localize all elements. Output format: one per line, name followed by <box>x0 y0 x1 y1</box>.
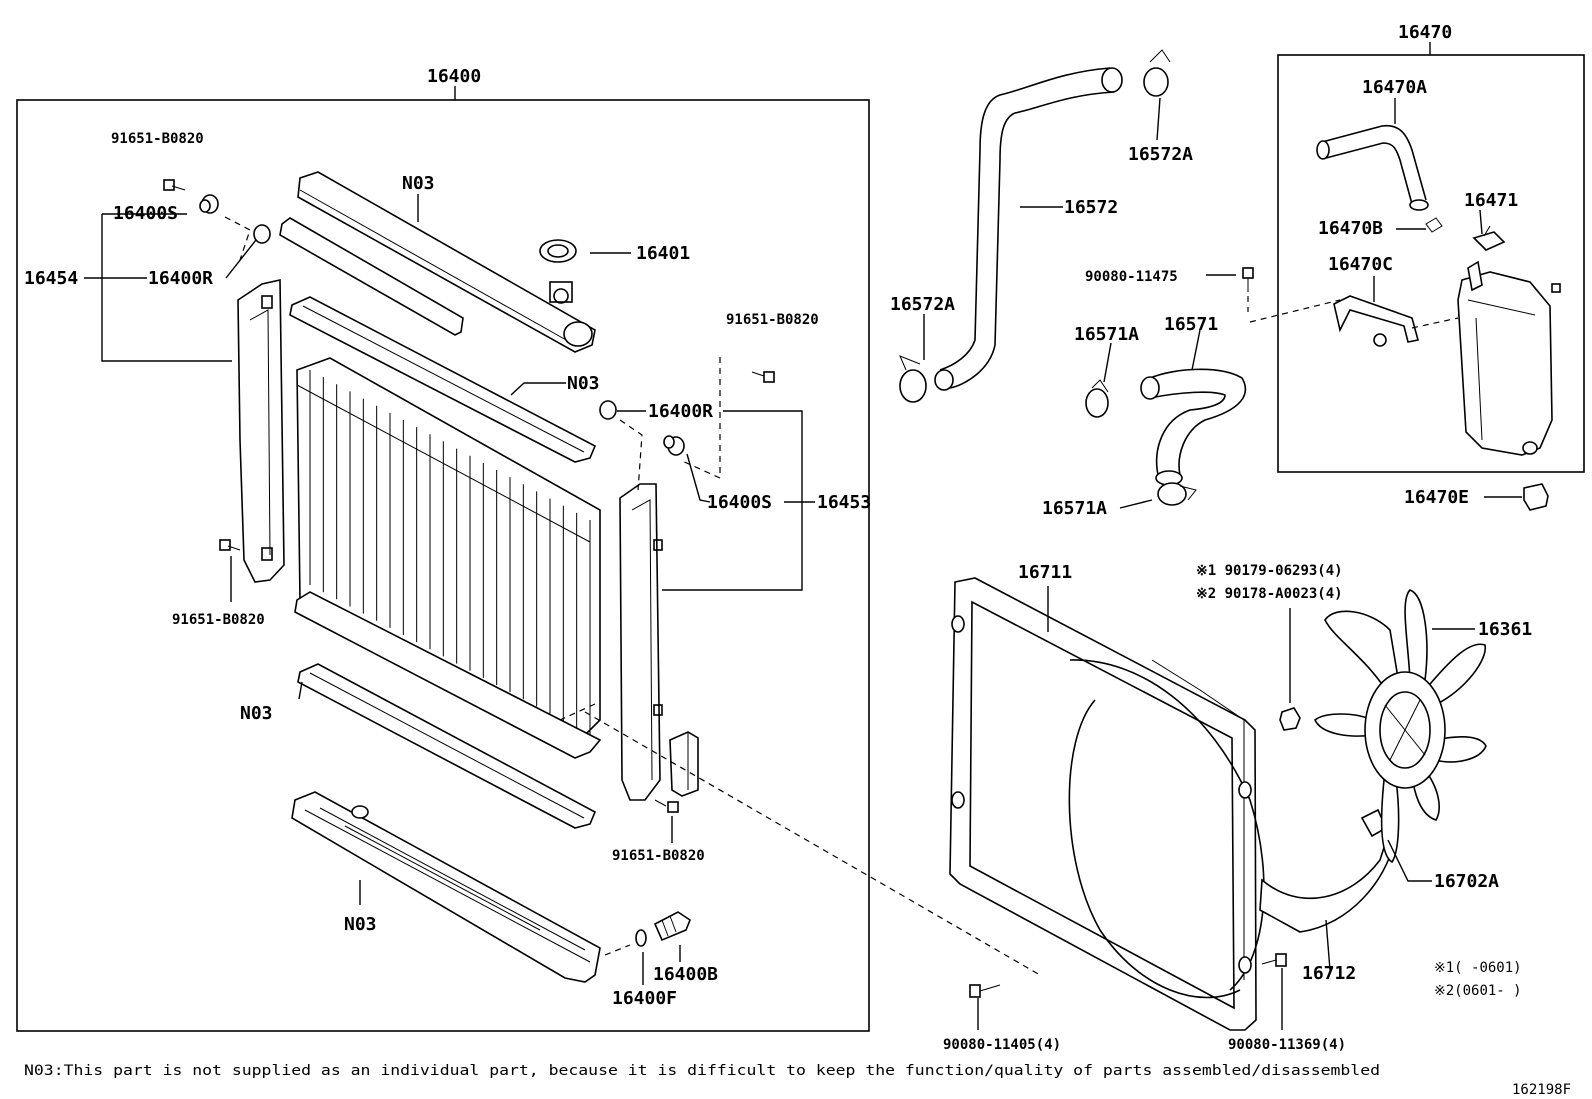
label-16453: 16453 <box>817 492 871 513</box>
label-90080-11369: 90080-11369(4) <box>1228 1037 1346 1053</box>
label-16470c: 16470C <box>1328 254 1393 275</box>
reservoir-bracket-16470C[interactable] <box>1333 295 1419 347</box>
label-16571a-top: 16571A <box>1074 324 1139 345</box>
label-90080-11475: 90080-11475 <box>1085 269 1178 285</box>
label-n03-low: N03 <box>240 703 273 724</box>
label-16400f: 16400F <box>612 988 677 1009</box>
bolt-91651-bottom-left[interactable] <box>219 539 241 551</box>
label-16400r-left: 16400R <box>148 268 213 289</box>
bushing-16400S-left <box>199 194 219 214</box>
label-16401: 16401 <box>636 243 690 264</box>
label-n03-top: N03 <box>402 173 435 194</box>
cooling-fan-16361[interactable] <box>1314 589 1487 864</box>
label-16470: 16470 <box>1398 22 1452 43</box>
label-16471: 16471 <box>1464 190 1518 211</box>
figure-id: 162198F <box>1512 1082 1571 1098</box>
bolt-91651-top-right[interactable] <box>751 371 775 383</box>
label-16571: 16571 <box>1164 314 1218 335</box>
label-90080-11405: 90080-11405(4) <box>943 1037 1061 1053</box>
lower-radiator-hose-16571[interactable] <box>1140 368 1247 486</box>
radiator-lower-tank[interactable] <box>291 791 601 983</box>
bolt-91651-bottom-right[interactable] <box>654 799 679 813</box>
label-16400r-right: 16400R <box>648 401 713 422</box>
lower-gasket <box>297 663 597 829</box>
label-90178-a0023: ※2 90178-A0023(4) <box>1196 586 1343 602</box>
hose-clip-16470B[interactable] <box>1425 217 1443 233</box>
drain-o-ring-16400F <box>635 929 647 947</box>
label-16572a-top: 16572A <box>1128 144 1193 165</box>
label-90179-06293: ※1 90179-06293(4) <box>1196 563 1343 579</box>
hose-clamp-16571A-top[interactable] <box>1085 379 1109 418</box>
label-16702a: 16702A <box>1434 871 1499 892</box>
applicability-note-2: ※2(0601- ) <box>1434 983 1522 999</box>
label-16454: 16454 <box>24 268 78 289</box>
upper-seal-strip <box>279 217 464 336</box>
bushing-16400R-right <box>599 400 617 420</box>
radiator-assembly-box <box>16 99 870 1032</box>
radiator-upper-tank[interactable] <box>297 171 596 353</box>
fan-shroud-lower-16712[interactable] <box>1259 833 1395 933</box>
label-16400b: 16400B <box>653 964 718 985</box>
label-91651-b0820-top-left: 91651-B0820 <box>111 131 204 147</box>
upper-radiator-hose-16572[interactable] <box>934 67 1123 391</box>
label-16572: 16572 <box>1064 197 1118 218</box>
hose-clamp-16572A-left[interactable] <box>899 355 927 403</box>
label-16571a-bottom: 16571A <box>1042 498 1107 519</box>
right-radiator-support[interactable] <box>619 483 663 801</box>
bolt-90080-11475[interactable] <box>1242 267 1254 292</box>
reservoir-tank-box <box>1277 54 1585 473</box>
drain-cock-16400B[interactable] <box>653 911 691 942</box>
label-n03-mid: N03 <box>567 373 600 394</box>
fan-shroud-16711[interactable] <box>949 577 1265 1031</box>
label-16400: 16400 <box>427 66 481 87</box>
bushing-16400S-right <box>663 435 685 456</box>
label-16361: 16361 <box>1478 619 1532 640</box>
label-16400s-left: 16400S <box>113 203 178 224</box>
reservoir-hose-16470A[interactable] <box>1316 124 1429 211</box>
fan-nut[interactable] <box>1279 707 1301 731</box>
left-radiator-support[interactable] <box>237 279 285 583</box>
radiator-cap[interactable] <box>539 239 577 263</box>
label-91651-b0820-bottom-right: 91651-B0820 <box>612 848 705 864</box>
label-n03-bottom: N03 <box>344 914 377 935</box>
label-16572a-left: 16572A <box>890 294 955 315</box>
hose-clamp-16571A-bottom[interactable] <box>1157 482 1197 506</box>
label-16712: 16712 <box>1302 963 1356 984</box>
bolt-90080-11369[interactable] <box>1261 953 1287 967</box>
bolt-90080-11405[interactable] <box>969 984 1001 998</box>
bushing-16400R-left <box>253 224 271 244</box>
applicability-note-1: ※1( -0601) <box>1434 960 1522 976</box>
radiator-cushion-block <box>669 731 699 797</box>
label-91651-b0820-top-right: 91651-B0820 <box>726 312 819 328</box>
drain-plug-16470E[interactable] <box>1523 483 1549 511</box>
reservoir-tank[interactable] <box>1457 260 1561 456</box>
label-16470e: 16470E <box>1404 487 1469 508</box>
radiator-core[interactable] <box>294 357 602 759</box>
label-91651-b0820-bottom-left: 91651-B0820 <box>172 612 265 628</box>
reservoir-cap-16471[interactable] <box>1472 225 1506 251</box>
label-16400s-right: 16400S <box>707 492 772 513</box>
footnote-n03: N03:This part is not supplied as an indi… <box>24 1063 1380 1079</box>
label-16470a: 16470A <box>1362 77 1427 98</box>
label-16711: 16711 <box>1018 562 1072 583</box>
label-16470b: 16470B <box>1318 218 1383 239</box>
upper-gasket <box>289 296 597 463</box>
hose-clamp-16572A-top[interactable] <box>1143 49 1171 97</box>
bolt-91651-top-left[interactable] <box>163 179 186 191</box>
